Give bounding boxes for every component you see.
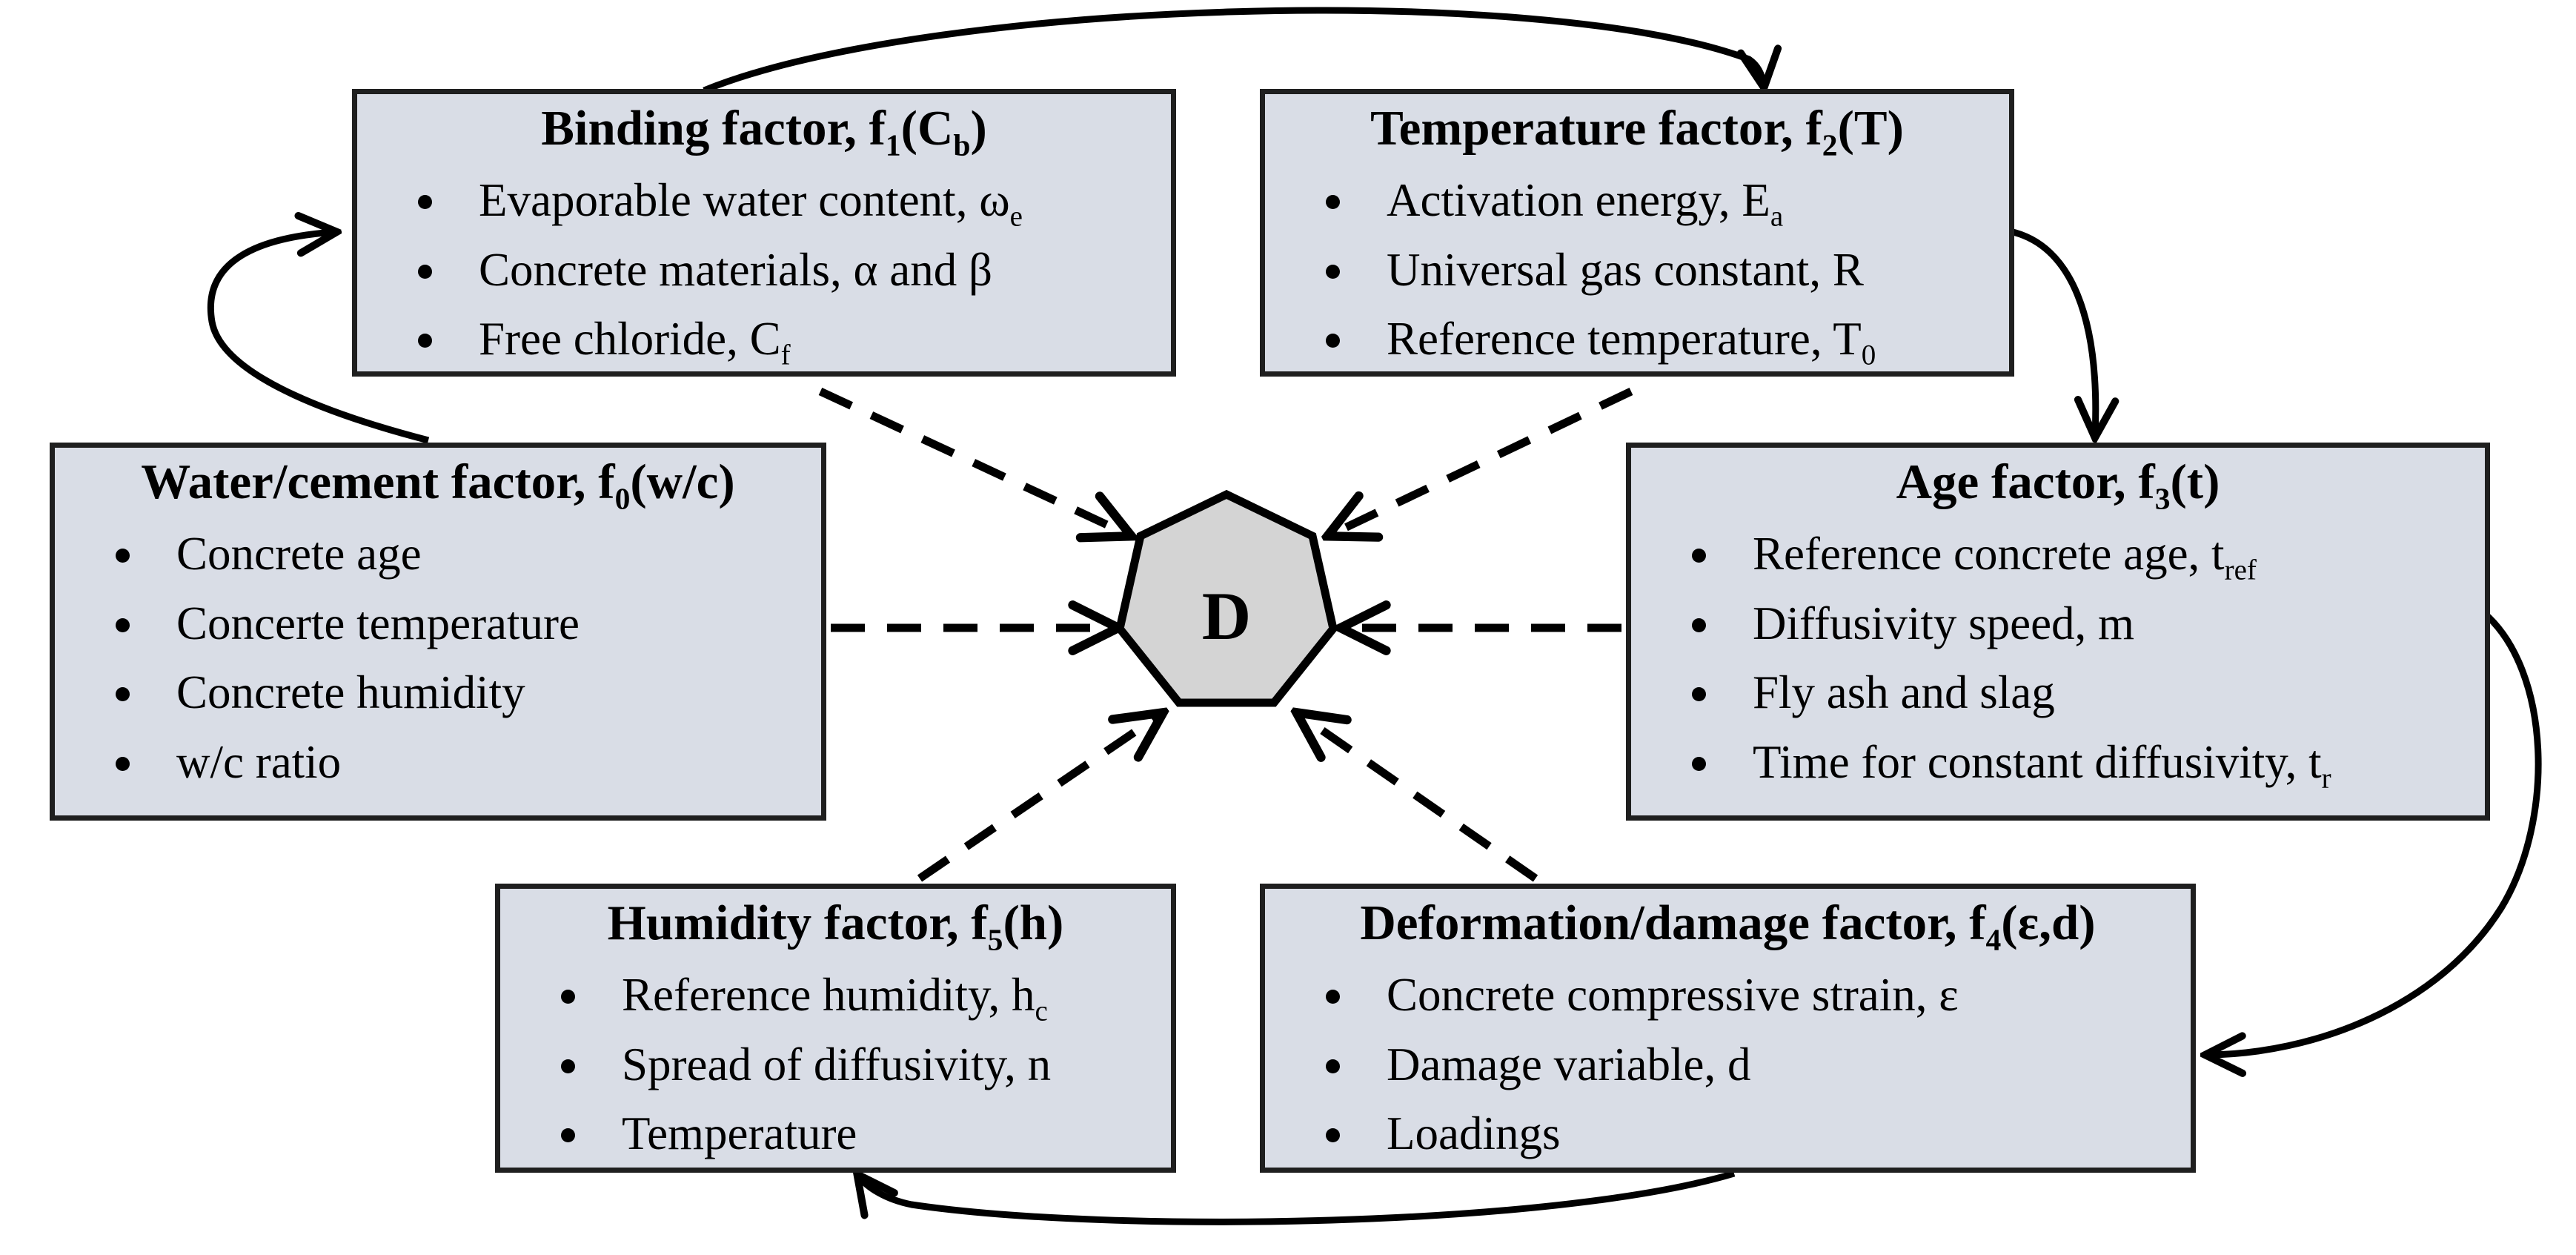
- list-item: Reference concrete age, tref: [1724, 527, 2474, 585]
- box-deformation-damage-factor: Deformation/damage factor, f4(ε,d) Concr…: [1260, 884, 2196, 1173]
- box-title: Water/cement factor, f0(w/c): [65, 454, 811, 514]
- subscript-text: e: [1009, 200, 1023, 233]
- list-item: Reference humidity, hc: [594, 968, 1161, 1026]
- box-title: Age factor, f3(t): [1641, 454, 2474, 514]
- box-humidity-factor: Humidity factor, f5(h) Reference humidit…: [495, 884, 1176, 1173]
- text-segment: Free chloride, C: [479, 313, 781, 365]
- box-item-list: Activation energy, EaUniversal gas const…: [1275, 173, 1999, 370]
- box-title: Binding factor, f1(Cb): [368, 100, 1161, 160]
- box-item-list: Concrete compressive strain, ε Damage var…: [1275, 969, 2180, 1161]
- subscript-text: f: [780, 339, 791, 371]
- subscript-text: 0: [1861, 339, 1876, 371]
- text-segment: Reference humidity, h: [622, 968, 1035, 1021]
- text-segment: Time for constant diffusivity, t: [1753, 736, 2322, 789]
- text-segment: Reference temperature, T: [1387, 313, 1862, 365]
- list-item: Fly ash and slag: [1724, 666, 2474, 720]
- list-item: Spread of diffusivity, n: [594, 1039, 1161, 1092]
- arrow-deformation-to-humidity: [858, 1173, 1736, 1225]
- list-item: Damage variable, d: [1358, 1039, 2180, 1092]
- text-segment: Universal gas constant, R: [1387, 243, 1864, 296]
- list-item: Concrete age: [148, 528, 811, 581]
- text-segment: (w/c): [630, 454, 735, 509]
- box-binding-factor: Binding factor, f1(Cb) Evaporable water …: [352, 89, 1176, 377]
- list-item: Activation energy, Ea: [1358, 173, 1999, 231]
- text-segment: Concrete compressive strain, ε: [1387, 968, 1959, 1021]
- box-temperature-factor: Temperature factor, f2(T) Activation ene…: [1260, 89, 2014, 377]
- text-segment: (h): [1003, 895, 1064, 950]
- subscript-text: 0: [614, 481, 631, 516]
- text-segment: Deformation/damage factor, f: [1360, 895, 1986, 950]
- text-segment: Loadings: [1387, 1107, 1561, 1160]
- text-segment: Temperature: [622, 1107, 857, 1160]
- text-segment: Humidity factor, f: [607, 895, 988, 950]
- text-segment: Diffusivity speed, m: [1753, 597, 2135, 649]
- text-segment: Binding factor, f: [541, 101, 886, 156]
- text-segment: (C: [900, 101, 954, 156]
- arrow-binding-to-temperature: [703, 7, 1764, 90]
- text-segment: Damage variable, d: [1387, 1038, 1751, 1090]
- text-segment: (ε,d): [2001, 895, 2096, 950]
- text-segment: Activation energy, E: [1387, 173, 1770, 226]
- text-segment: Reference concrete age, t: [1753, 527, 2225, 580]
- dashed-arrow-deformation-to-d: [1298, 714, 1538, 882]
- dashed-arrow-temperature-to-d: [1330, 388, 1633, 535]
- text-segment: ): [970, 101, 987, 156]
- box-item-list: Evaporable water content, ωeConcrete mat…: [368, 173, 1161, 370]
- list-item: Time for constant diffusivity, tr: [1724, 736, 2474, 793]
- subscript-text: 5: [987, 922, 1003, 957]
- subscript-text: c: [1035, 995, 1048, 1027]
- list-item: Concerte temperature: [148, 597, 811, 651]
- list-item: Evaporable water content, ωe: [451, 173, 1161, 231]
- box-item-list: Reference concrete age, trefDiffusivity …: [1641, 527, 2474, 793]
- list-item: Universal gas constant, R: [1358, 244, 1999, 297]
- list-item: Diffusivity speed, m: [1724, 597, 2474, 651]
- list-item: Free chloride, Cf: [451, 313, 1161, 370]
- box-item-list: Reference humidity, hcSpread of diffusiv…: [511, 969, 1161, 1161]
- text-segment: Fly ash and slag: [1753, 666, 2055, 719]
- box-title: Humidity factor, f5(h): [511, 895, 1161, 957]
- list-item: Concrete compressive strain, ε: [1358, 969, 2180, 1022]
- list-item: Loadings: [1358, 1107, 2180, 1161]
- text-segment: Water/cement factor, f: [141, 454, 615, 509]
- text-segment: (T): [1837, 101, 1904, 156]
- subscript-text: a: [1770, 200, 1784, 233]
- text-segment: Evaporable water content, ω: [479, 173, 1010, 226]
- subscript-text: 4: [1985, 922, 2002, 957]
- dashed-arrow-humidity-to-d: [917, 714, 1161, 882]
- arrow-temperature-to-age: [2009, 228, 2096, 436]
- box-water-cement-factor: Water/cement factor, f0(w/c) Concrete ag…: [50, 443, 826, 821]
- list-item: Reference temperature, T0: [1358, 313, 1999, 370]
- text-segment: Temperature factor, f: [1370, 101, 1822, 156]
- text-segment: Concerte temperature: [176, 597, 580, 649]
- box-title: Temperature factor, f2(T): [1275, 100, 1999, 160]
- subscript-text: 1: [885, 128, 901, 162]
- box-title: Deformation/damage factor, f4(ε,d): [1275, 895, 2180, 957]
- box-age-factor: Age factor, f3(t) Reference concrete age…: [1626, 443, 2490, 821]
- list-item: Temperature: [594, 1107, 1161, 1161]
- subscript-text: r: [2321, 762, 2331, 795]
- text-segment: Concrete materials, α and β: [479, 243, 993, 296]
- diffusivity-label: D: [1202, 578, 1251, 654]
- list-item: Concrete materials, α and β: [451, 244, 1161, 297]
- subscript-text: 2: [1822, 128, 1838, 162]
- subscript-text: ref: [2224, 554, 2257, 586]
- subscript-text: b: [953, 128, 971, 162]
- text-segment: Age factor, f: [1896, 454, 2155, 509]
- subscript-text: 3: [2154, 481, 2171, 516]
- box-item-list: Concrete ageConcerte temperatureConcrete…: [65, 528, 811, 789]
- text-segment: Concrete humidity: [176, 666, 525, 719]
- text-segment: Concrete age: [176, 527, 422, 580]
- text-segment: Spread of diffusivity, n: [622, 1038, 1052, 1090]
- list-item: w/c ratio: [148, 736, 811, 789]
- dashed-arrow-binding-to-d: [818, 388, 1129, 535]
- diffusivity-heptagon: [1115, 489, 1338, 707]
- text-segment: (t): [2170, 454, 2220, 509]
- list-item: Concrete humidity: [148, 666, 811, 720]
- text-segment: w/c ratio: [176, 736, 342, 789]
